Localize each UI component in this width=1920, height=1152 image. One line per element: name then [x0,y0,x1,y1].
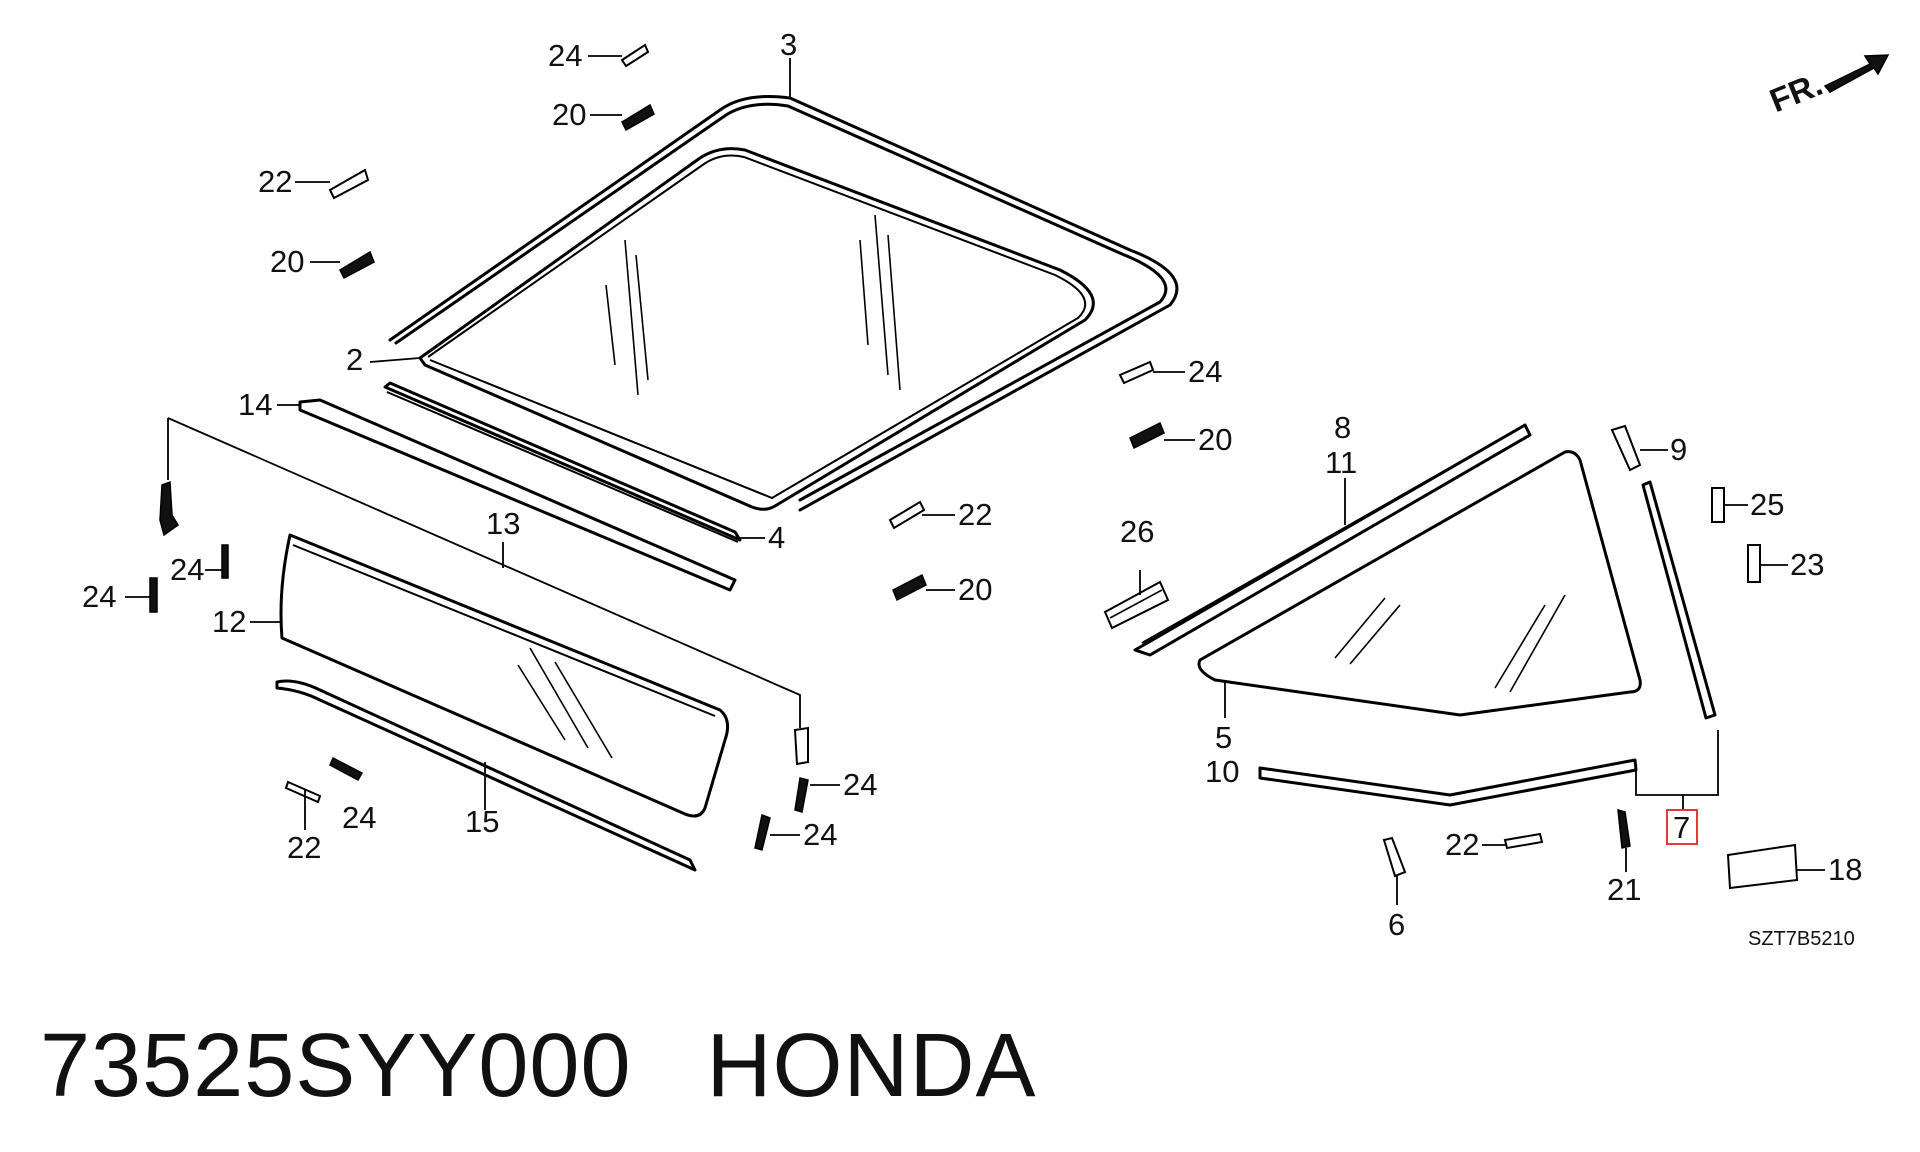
rear-windshield-glass [279,533,730,818]
quarter-glass-side-molding [1641,480,1717,720]
callout-22: 22 [287,830,321,865]
callout-5: 5 [1215,720,1232,755]
callout-12: 12 [212,604,246,639]
callout-13: 13 [486,506,520,541]
callout-15: 15 [465,804,499,839]
quarter-glass-upper-molding [1133,423,1532,657]
callout-8: 8 [1334,410,1351,445]
callout-9: 9 [1670,432,1687,467]
callout-24: 24 [548,38,582,73]
diagram-code: SZT7B5210 [1748,928,1855,950]
highlighted-part-box [1666,809,1698,845]
callout-10: 10 [1205,754,1239,789]
callout-24: 24 [843,767,877,802]
quarter-glass-lower-molding [1258,758,1638,807]
front-direction-arrow: FR. [1764,54,1890,119]
clips-left [149,43,809,851]
callout-2: 2 [346,342,363,377]
callout-22: 22 [258,164,292,199]
part-number-footer: 73525SYY000 HONDA [40,1015,1037,1118]
callout-20: 20 [552,97,586,132]
callout-20: 20 [958,572,992,607]
callout-24: 24 [803,817,837,852]
part-number: 73525SYY000 [40,1016,632,1116]
callout-24: 24 [342,800,376,835]
callout-6: 6 [1388,907,1405,942]
callout-7: 7 [1673,810,1690,845]
windshield-glass [418,147,1095,511]
rear-lower-molding [275,679,697,872]
leader-lines [125,55,1825,905]
callout-labels: 3 24 20 22 20 2 14 4 13 24 24 12 15 22 2… [82,27,1862,950]
callout-23: 23 [1790,547,1824,582]
callout-20: 20 [1198,422,1232,457]
clips-right [1382,424,1799,890]
direction-label: FR. [1764,65,1827,119]
clips-middle [888,360,1165,602]
part-26-seal [1103,580,1170,630]
callout-3: 3 [780,27,797,62]
harness-leader-13 [159,417,809,766]
callout-11: 11 [1325,445,1357,480]
callout-14: 14 [238,387,272,422]
callout-20: 20 [270,244,304,279]
side-molding-strip [298,398,737,592]
callout-4: 4 [768,520,785,555]
callout-24: 24 [1188,354,1222,389]
windshield-molding [388,95,1179,512]
windshield-lower-molding [383,381,742,543]
callout-25: 25 [1750,487,1784,522]
callout-24: 24 [82,579,116,614]
callout-22: 22 [1445,827,1479,862]
callout-18: 18 [1828,852,1862,887]
quarter-glass [1197,450,1642,717]
callout-21: 21 [1607,872,1641,907]
callout-22: 22 [958,497,992,532]
callout-24: 24 [170,552,204,587]
brand-name: HONDA [706,1016,1037,1116]
callout-26: 26 [1120,514,1154,549]
